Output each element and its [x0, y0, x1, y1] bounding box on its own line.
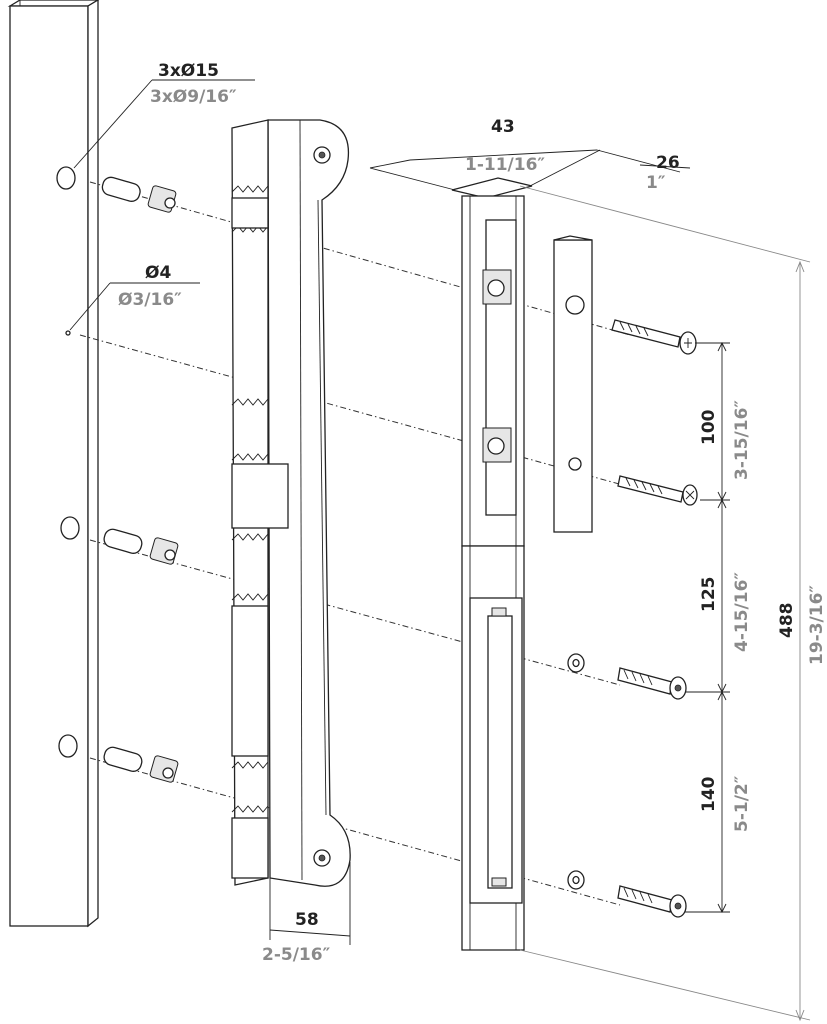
- post-hole-top: [56, 166, 76, 190]
- width-in-label: 1-11/16″: [465, 155, 545, 175]
- bracket-in-label: 2-5/16″: [262, 945, 331, 965]
- anchor-sleeve-top: [101, 176, 177, 213]
- dimension-width-depth: [369, 149, 691, 191]
- depth-in-label: 1″: [646, 173, 666, 193]
- holes-in-label: 3xØ9/16″: [150, 87, 237, 107]
- anchor-sleeve-bottom: [103, 746, 179, 783]
- dimension-spacing: [685, 341, 730, 914]
- screw-3: [617, 667, 687, 700]
- dimension-bracket: [269, 862, 351, 945]
- screw-1: [611, 319, 697, 355]
- post-hole-middle: [60, 516, 80, 540]
- post-hole-bottom: [58, 734, 78, 758]
- width-mm-label: 43: [491, 117, 515, 137]
- bracket-mm-label: 58: [295, 910, 319, 930]
- screw-4: [617, 885, 687, 918]
- pin-in-label: Ø3/16″: [118, 290, 182, 310]
- center-lines: [79, 181, 631, 906]
- d3-in-label: 5-1/2″: [732, 775, 752, 832]
- keep-profile: [451, 177, 533, 951]
- d3-mm-label: 140: [699, 776, 719, 812]
- dimension-total: [519, 185, 811, 1022]
- d1-in-label: 3-15/16″: [732, 400, 752, 480]
- total-mm-label: 488: [777, 603, 797, 639]
- total-in-label: 19-3/16″: [807, 585, 827, 665]
- anchor-sleeve-middle: [103, 528, 179, 565]
- screw-2: [617, 475, 698, 506]
- washers: [567, 653, 585, 890]
- d2-in-label: 4-15/16″: [732, 572, 752, 652]
- holes-mm-label: 3xØ15: [158, 61, 219, 81]
- d2-mm-label: 125: [699, 577, 719, 613]
- reinforcement-plate: [553, 235, 593, 533]
- square-post: [7, 0, 100, 928]
- pin-mm-label: Ø4: [145, 263, 171, 283]
- depth-mm-label: 26: [656, 153, 680, 173]
- mounting-bracket: [231, 119, 351, 887]
- d1-mm-label: 100: [699, 409, 719, 445]
- hole-callouts: [69, 79, 255, 331]
- post-pin-hole: [65, 330, 71, 336]
